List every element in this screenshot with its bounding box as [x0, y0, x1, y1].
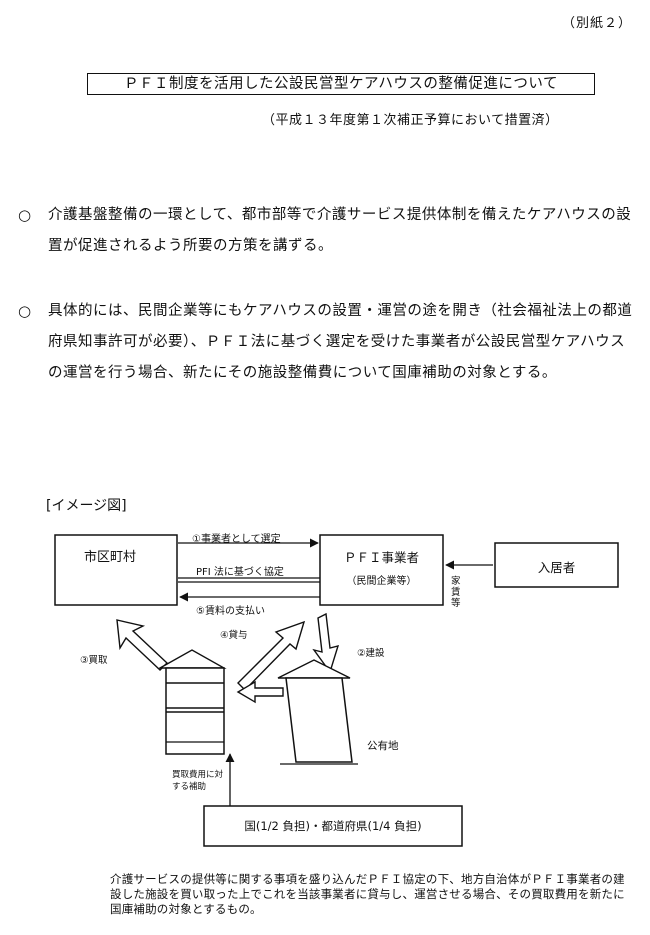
document-subtitle: （平成１３年度第１次補正予算において措置済）	[262, 113, 559, 128]
rent-label: 家賃等	[451, 576, 461, 609]
subsidy-note-line2: する補助	[172, 782, 207, 792]
step2-label: ②建設	[357, 648, 385, 659]
step4-label: ④貸与	[220, 630, 248, 641]
attachment-label: （別紙２）	[561, 16, 632, 31]
construction-arrow	[312, 612, 340, 674]
resident-box	[494, 542, 619, 588]
public-land-label: 公有地	[367, 740, 399, 752]
lease-arrow	[237, 620, 306, 691]
bullet-mark: ○	[18, 206, 32, 224]
transfer-arrow	[236, 680, 284, 704]
resident-label: 入居者	[537, 560, 576, 575]
bullet-item: ○ 具体的には、民間企業等にもケアハウスの設置・運営の途を開き（社会福祉法上の都…	[18, 296, 638, 389]
municipality-box	[54, 534, 178, 606]
construction-building	[277, 659, 358, 765]
municipality-label: 市区町村	[84, 550, 137, 565]
bullet-text: 具体的には、民間企業等にもケアハウスの設置・運営の途を開き（社会福祉法上の都道府…	[48, 303, 633, 381]
diagram-caption: 介護サービスの提供等に関する事項を盛り込んだＰＦＩ協定の下、地方自治体がＰＦＩ事…	[110, 872, 625, 916]
facility-building	[157, 649, 227, 755]
step5-label: ⑤賃料の支払い	[196, 606, 265, 617]
government-label: 国(1/2 負担)・都道府県(1/4 負担)	[244, 819, 422, 833]
step1-label: ①事業者として選定	[192, 534, 281, 545]
step3-label: ③買取	[80, 655, 108, 666]
agreement-label: PFI 法に基づく協定	[196, 567, 284, 578]
pfi-operator-box	[319, 534, 444, 606]
government-box	[203, 805, 463, 847]
image-section-label: [イメージ図]	[46, 498, 127, 514]
purchase-arrow	[116, 619, 169, 671]
bullet-item: ○ 介護基盤整備の一環として、都市部等で介護サービス提供体制を備えたケアハウスの…	[18, 200, 638, 262]
bullet-mark: ○	[18, 302, 32, 320]
subsidy-note-line1: 買取費用に対	[172, 770, 224, 780]
pfi-operator-label: ＰＦＩ事業者	[343, 550, 419, 565]
bullet-text: 介護基盤整備の一環として、都市部等で介護サービス提供体制を備えたケアハウスの設置…	[48, 207, 632, 254]
document-title: ＰＦＩ制度を活用した公設民営型ケアハウスの整備促進について	[87, 73, 595, 95]
pfi-operator-sublabel: （民間企業等）	[346, 576, 417, 587]
